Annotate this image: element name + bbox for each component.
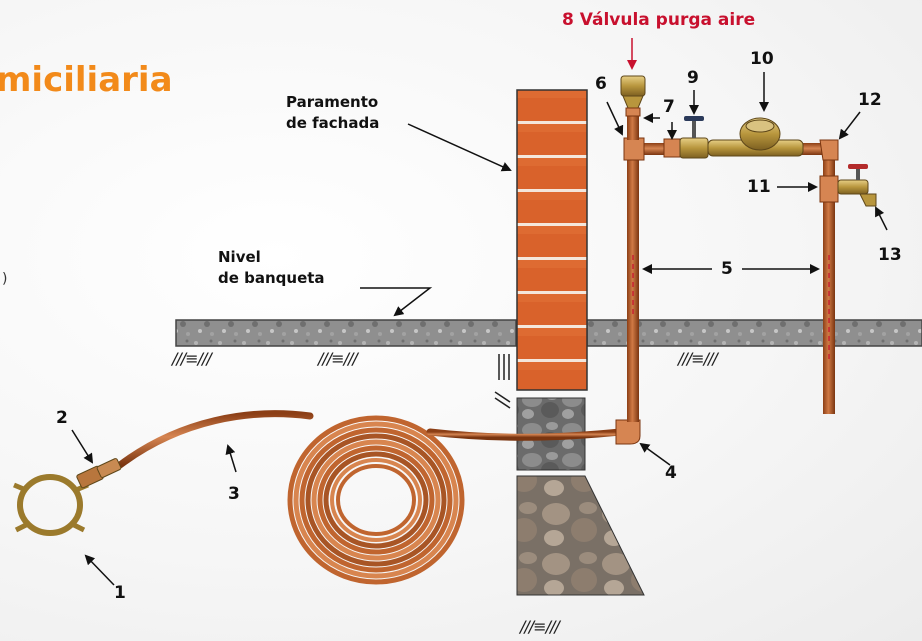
stone-foundation (516, 475, 645, 596)
tee-lower-right (819, 175, 839, 203)
valvula-label: 8 Válvula purga aire (562, 10, 756, 30)
copper-tube-to-elbow (426, 428, 624, 441)
label-13: 13 (878, 245, 902, 265)
air-purge-valve (620, 75, 646, 117)
brick-wall (516, 89, 588, 391)
label-12: 12 (858, 90, 882, 110)
union-fitting (663, 138, 681, 158)
paramento-line2: de fachada (286, 114, 380, 132)
label-4: 4 (665, 463, 677, 483)
label-6: 6 (595, 74, 607, 94)
leader-arrows (71, 72, 888, 586)
arrow-2 (71, 429, 94, 464)
sidewalk-left (175, 319, 517, 347)
elbow-fitting (615, 419, 641, 445)
nivel-line2: de banqueta (218, 269, 325, 287)
paren-fragment: ) (2, 271, 8, 287)
ground-mark-2: ///≡/// (318, 349, 358, 368)
arrow-13 (875, 206, 888, 231)
elbow-top-right (819, 139, 839, 161)
copper-coil (287, 415, 465, 585)
saddle-clamp (13, 474, 89, 536)
paramento-line1: Paramento (286, 93, 379, 111)
gate-valve (679, 116, 709, 159)
paramento-label: Paramento de fachada (286, 92, 379, 134)
arrow-paramento (407, 123, 512, 172)
page-title-fragment: miciliaria (0, 60, 173, 100)
label-11: 11 (747, 177, 771, 197)
label-2: 2 (56, 408, 68, 428)
label-7: 7 (663, 97, 675, 117)
ground-mark-4: ///≡/// (520, 617, 560, 636)
copper-tube-flexible (116, 410, 314, 469)
water-meter (707, 117, 804, 157)
hose-faucet (837, 164, 877, 207)
arrow-4 (639, 442, 671, 466)
arrow-1 (84, 554, 115, 586)
label-3: 3 (228, 484, 240, 504)
label-1: 1 (114, 583, 126, 603)
label-9: 9 (687, 68, 699, 88)
nivel-line1: Nivel (218, 248, 261, 266)
ground-mark-3: ///≡/// (678, 349, 718, 368)
label-10: 10 (750, 49, 774, 69)
insertion-valve (76, 458, 122, 489)
ground-mark-1: ///≡/// (172, 349, 212, 368)
wall-diagonal-mark-2 (494, 397, 511, 409)
nivel-label: Nivel de banqueta (218, 247, 325, 289)
tee-fitting (623, 137, 645, 161)
arrow-6 (606, 101, 624, 136)
sidewalk-right (586, 319, 922, 347)
tee-upper (627, 112, 639, 140)
label-5: 5 (721, 259, 733, 279)
arrow-12 (838, 111, 861, 140)
arrow-3 (225, 444, 237, 473)
wall-diagonal-mark (494, 391, 511, 403)
arrow-nivel (360, 287, 433, 317)
